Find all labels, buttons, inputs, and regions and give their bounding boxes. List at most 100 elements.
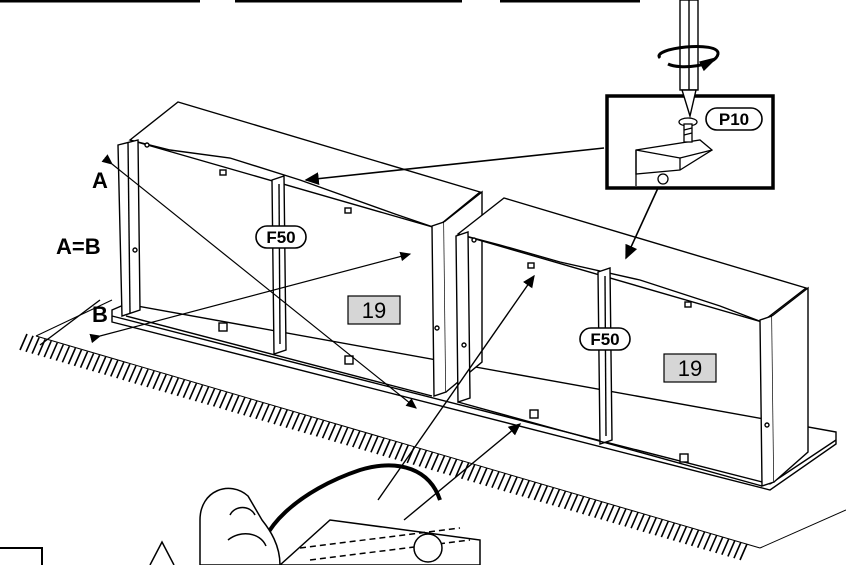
hatch-stroke [533,483,543,501]
hatch-stroke [255,402,264,420]
hatch-stroke [315,420,325,437]
hatch-stroke [182,381,192,398]
hatch-stroke [370,436,379,453]
hatch-stroke [509,476,518,494]
hatch-stroke [448,458,458,476]
hatch-stroke [327,423,337,441]
svg-text:F50: F50 [266,228,295,247]
hatch-stroke [715,536,724,554]
hatch-stroke [279,409,288,427]
svg-text:F50: F50 [590,330,619,349]
hatch-stroke [122,363,131,381]
hatch-stroke [660,520,670,538]
hatch-stroke [418,450,428,467]
screwdriver-rotate-icon [657,0,720,119]
hatch-stroke [188,383,198,400]
hatch-stroke [678,526,688,543]
bracket-label-right: F50 [579,327,631,351]
hatch-stroke [430,453,440,471]
hatch-stroke [473,466,482,483]
hatch-stroke [424,451,434,469]
svg-text:P10: P10 [719,110,749,129]
hatch-stroke [25,335,34,353]
hatch-stroke [218,391,228,409]
hatch-stroke [176,379,186,397]
hatch-stroke [485,469,494,487]
hatch-stroke [606,504,615,522]
hatch-stroke [497,473,506,490]
hatch-stroke [624,510,633,527]
hatch-stroke [79,351,89,368]
hatch-stroke [684,527,694,545]
hatch-stroke [285,411,294,428]
hatch-stroke [97,356,107,374]
hatch-stroke [739,543,748,561]
hatch-stroke [709,534,718,552]
hatch-stroke [672,524,682,541]
hatch-stroke [43,340,52,358]
hatch-stroke [521,480,530,497]
panel-number-right: 19 [663,353,717,383]
hatch-stroke [273,407,282,425]
hatch-stroke [249,400,258,418]
hatch-stroke [170,377,179,395]
hatch-stroke [61,346,71,363]
hatch-stroke [563,492,573,510]
hatch-stroke [575,496,585,513]
hatch-stroke [466,464,476,481]
hatch-stroke [382,439,391,457]
svg-text:19: 19 [678,356,702,381]
hatch-stroke [594,501,603,518]
hatch-stroke [140,368,149,386]
hatch-stroke [666,522,676,540]
hatch-stroke [588,499,597,517]
hatch-stroke [460,462,470,480]
hatch-stroke [352,430,361,448]
hatch-stroke [49,342,58,360]
hatch-stroke [67,347,77,365]
hatch-stroke [91,354,101,372]
corner-a-label: A [92,168,108,193]
hatch-stroke [303,416,313,434]
hatch-stroke [527,481,536,499]
hatch-stroke [212,390,222,407]
hatch-stroke [654,518,664,536]
diagonal-lines [89,154,417,409]
hatch-stroke [206,388,216,406]
hatch-stroke [345,428,355,446]
hatch-stroke [503,474,512,492]
hatch-stroke [545,487,555,504]
hatch-stroke [721,538,730,556]
hatch-stroke [690,529,700,547]
hatch-stroke [164,376,173,393]
hatch-stroke [200,386,210,404]
hatch-stroke [696,531,706,548]
hatch-stroke [376,437,385,455]
hatch-stroke [569,494,579,511]
hatch-stroke [309,418,319,436]
hatch-stroke [581,497,591,515]
hand-with-tape-icon [149,463,481,565]
hatch-stroke [85,353,95,370]
hatch-stroke [600,503,609,520]
screw-label: P10 [705,107,763,131]
hatch-stroke [436,455,446,473]
hatch-stroke [333,425,343,443]
hatch-stroke [630,511,639,529]
hatch-stroke [539,485,549,503]
hatch-stroke [479,467,488,485]
hatch-stroke [702,533,712,550]
hatch-stroke [261,404,270,421]
callout-arrows [304,147,659,260]
hatch-stroke [618,508,627,526]
hatch-stroke [454,460,464,478]
cabinet-right [455,197,809,487]
hatch-stroke [612,506,621,524]
hatch-stroke [515,478,524,496]
corner-b-label: B [92,302,108,327]
hatch-stroke [158,374,167,391]
diagonal-rule-label: A=B [56,234,101,259]
hatch-stroke [321,421,331,439]
hatch-stroke [339,427,349,444]
